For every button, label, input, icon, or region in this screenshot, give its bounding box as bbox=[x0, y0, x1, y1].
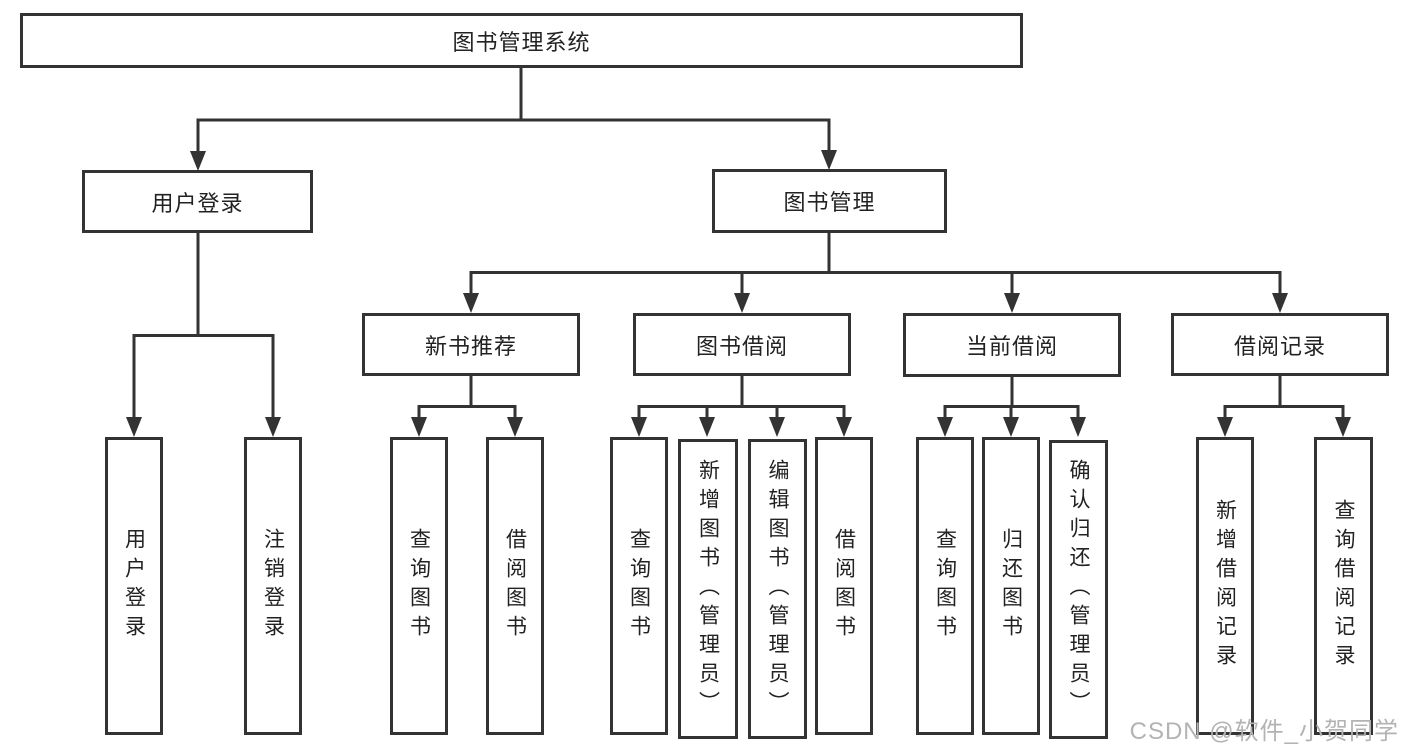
node-new-book-recommend: 新书推荐 bbox=[362, 313, 580, 376]
node-book-borrow: 图书借阅 bbox=[633, 313, 851, 376]
node-root: 图书管理系统 bbox=[20, 13, 1023, 68]
node-leaf-borrow-edit: 编辑图书（管理员） bbox=[748, 439, 807, 739]
node-leaf-current-confirm: 确认归还（管理员） bbox=[1049, 440, 1108, 739]
node-leaf-current-return: 归还图书 bbox=[982, 437, 1040, 735]
node-leaf-record-query: 查询借阅记录 bbox=[1314, 437, 1373, 735]
node-leaf-borrow-add: 新增图书（管理员） bbox=[678, 439, 738, 739]
node-leaf-newbook-query: 查询图书 bbox=[390, 437, 448, 735]
node-leaf-user-login: 用户登录 bbox=[105, 437, 163, 735]
node-leaf-logout: 注销登录 bbox=[244, 437, 302, 735]
node-leaf-current-query: 查询图书 bbox=[916, 437, 974, 735]
node-leaf-borrow-borrow: 借阅图书 bbox=[815, 437, 873, 735]
node-leaf-borrow-query: 查询图书 bbox=[610, 437, 668, 735]
arrowheads bbox=[126, 150, 1351, 437]
node-book-mgmt: 图书管理 bbox=[712, 169, 947, 233]
node-leaf-record-add: 新增借阅记录 bbox=[1196, 437, 1254, 735]
node-current-borrow: 当前借阅 bbox=[903, 313, 1121, 377]
node-borrow-record: 借阅记录 bbox=[1171, 313, 1389, 376]
node-leaf-newbook-borrow: 借阅图书 bbox=[486, 437, 544, 735]
node-user-login: 用户登录 bbox=[82, 170, 313, 233]
watermark: CSDN @软件_小贺同学 bbox=[1129, 718, 1399, 745]
